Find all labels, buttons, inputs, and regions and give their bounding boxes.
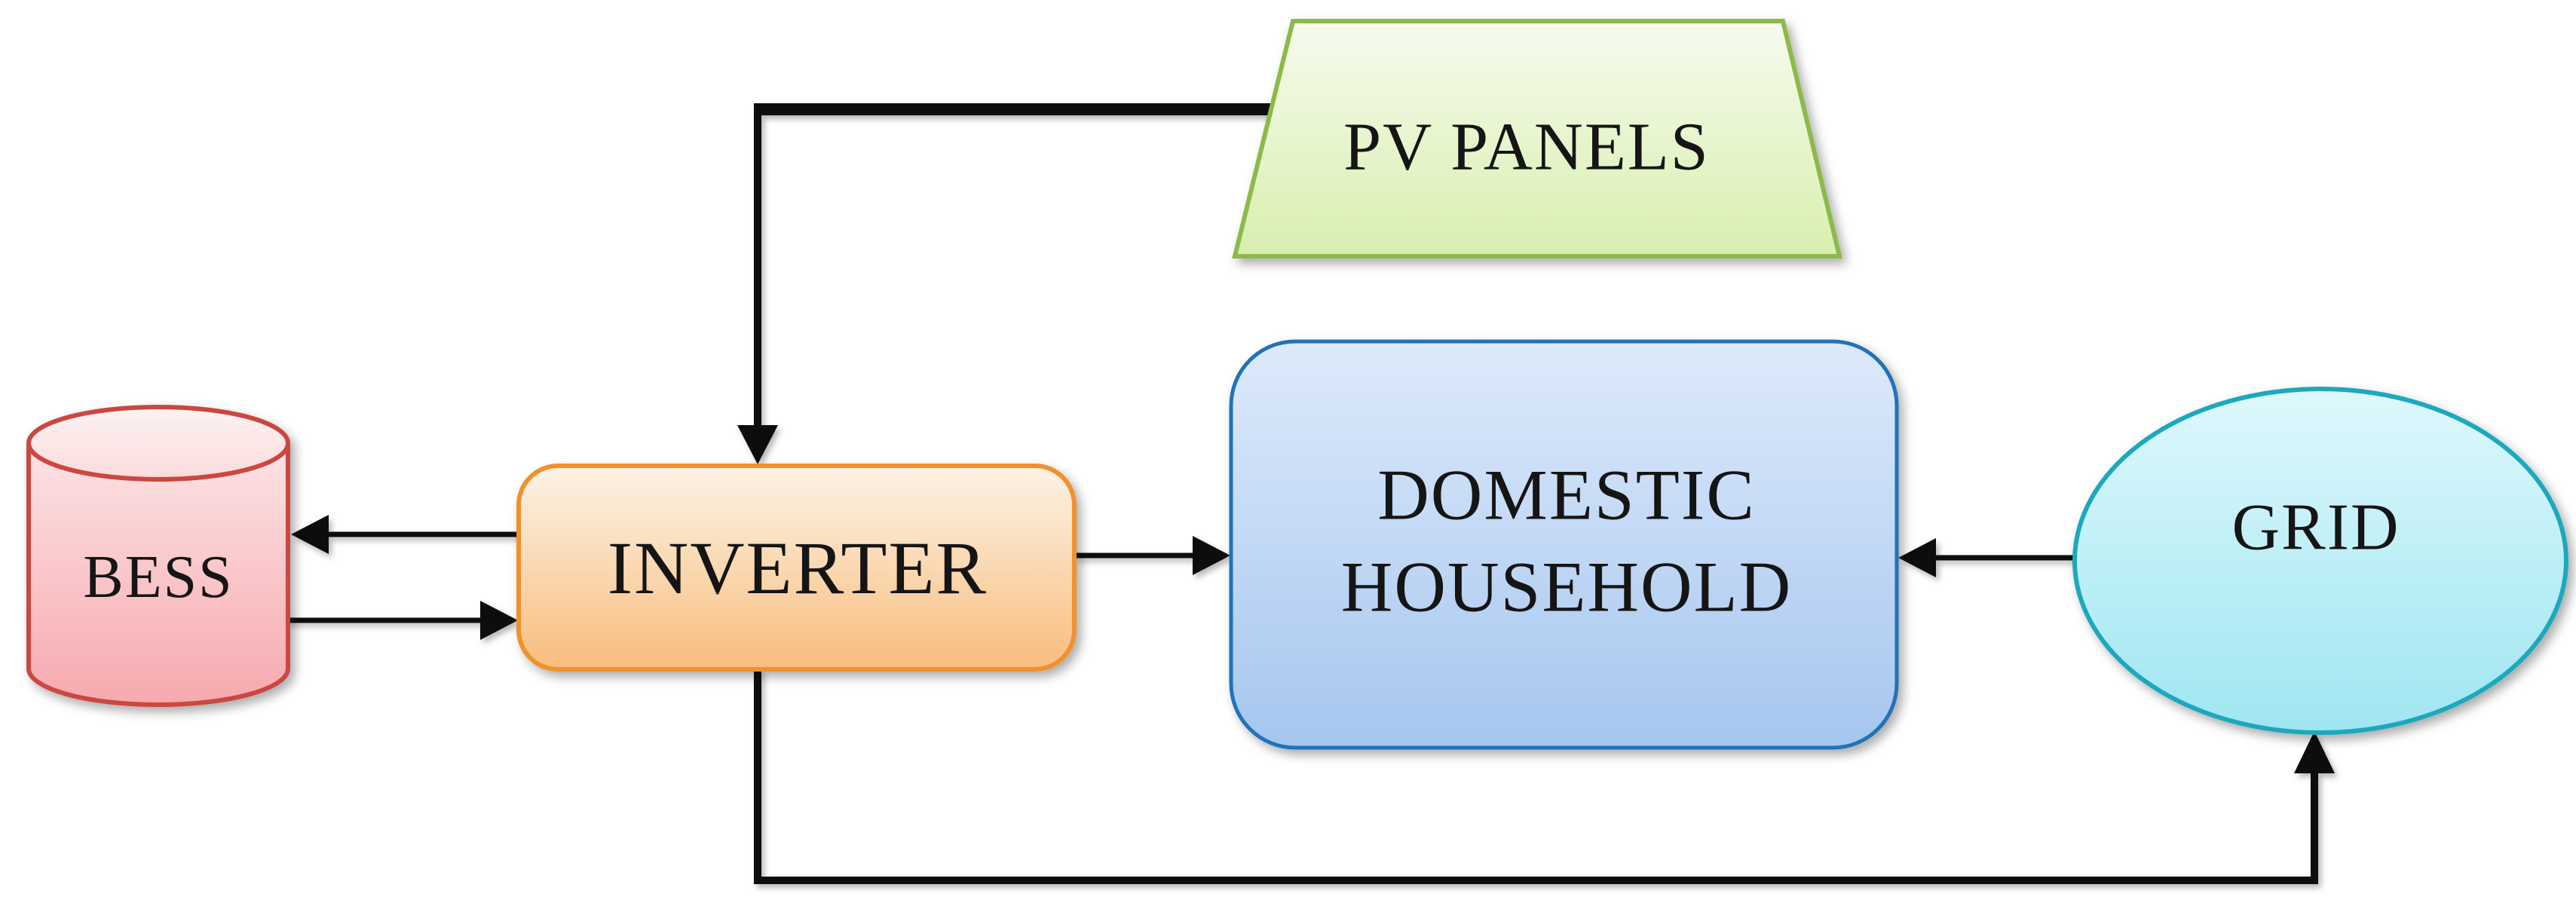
inverter-label: INVERTER: [607, 526, 988, 610]
arrowhead-up-into-grid: [2294, 731, 2335, 773]
arrowhead-left-into-bess: [291, 515, 329, 554]
edge-inverter-to-grid: [754, 669, 2335, 884]
arrowhead-right-into-household: [1193, 536, 1230, 575]
pv-panels-label: PV PANELS: [1343, 109, 1710, 185]
edge-pv-to-inverter: [737, 103, 1273, 464]
domestic-household-label: DOMESTIC HOUSEHOLD: [1340, 454, 1793, 626]
pv-panels-trapezoid-shape: [1232, 19, 1842, 259]
edge-bess-to-inverter: [286, 601, 518, 640]
bess-cylinder-top: [26, 405, 290, 482]
bess-label: BESS: [83, 543, 234, 611]
arrowhead-down-into-inverter: [737, 425, 778, 464]
node-pv-panels: [1232, 19, 1842, 259]
node-inverter: [516, 464, 1077, 672]
arrowhead-left-into-household: [1898, 538, 1936, 577]
node-domestic-household: [1229, 339, 1899, 750]
arrowhead-right-into-inverter: [480, 601, 518, 640]
edge-inverter-to-bess: [291, 515, 520, 554]
edge-inverter-to-household: [1074, 536, 1230, 575]
node-grid: [2072, 387, 2568, 735]
node-bess: [26, 405, 290, 707]
grid-label: GRID: [2231, 491, 2400, 565]
bess-cylinder-body: [26, 443, 290, 707]
edge-grid-to-household: [1898, 538, 2075, 577]
